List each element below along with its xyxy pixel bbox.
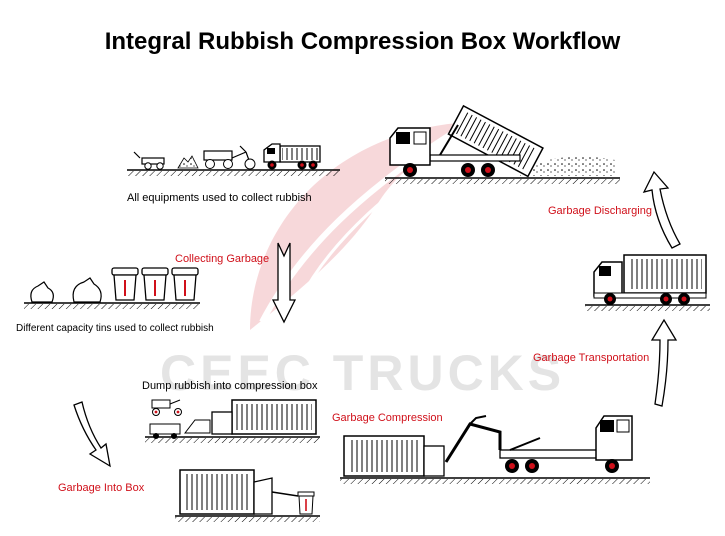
trash-bin-icon bbox=[111, 267, 139, 301]
garbage-bag-icon bbox=[72, 277, 102, 303]
collection-equipment-group bbox=[127, 143, 340, 176]
caption-equipments: All equipments used to collect rubbish bbox=[127, 192, 312, 204]
caption-tins: Different capacity tins used to collect … bbox=[16, 323, 214, 334]
compression-group bbox=[340, 415, 650, 484]
crane-arm-icon bbox=[444, 415, 502, 463]
caption-dump: Dump rubbish into compression box bbox=[142, 380, 318, 392]
stage-label-transportation: Garbage Transportation bbox=[533, 352, 650, 364]
compression-box-icon bbox=[343, 435, 445, 477]
watermark-text: CEEC TRUCKS bbox=[160, 345, 566, 401]
arrow-icon bbox=[642, 170, 681, 249]
page-title: Integral Rubbish Compression Box Workflo… bbox=[104, 28, 621, 55]
dump-into-box-group bbox=[145, 399, 320, 522]
trash-bin-icon bbox=[297, 491, 315, 515]
arrow-icon bbox=[73, 401, 111, 468]
bins-group bbox=[24, 267, 200, 309]
tricycle-icon bbox=[203, 145, 256, 170]
discharging-truck-group bbox=[385, 104, 620, 184]
stage-label-compression: Garbage Compression bbox=[332, 412, 443, 424]
compression-box-icon bbox=[179, 469, 273, 515]
trash-bin-icon bbox=[171, 267, 199, 301]
compression-box-icon bbox=[211, 399, 317, 435]
garbage-bag-icon bbox=[30, 281, 54, 303]
stage-label-into-box: Garbage Into Box bbox=[58, 482, 145, 494]
transport-truck-group bbox=[585, 254, 710, 311]
trash-bin-icon bbox=[141, 267, 169, 301]
stage-label-discharging: Garbage Discharging bbox=[548, 205, 652, 217]
tricycle-icon bbox=[151, 399, 182, 416]
stage-label-collecting: Collecting Garbage bbox=[175, 253, 270, 265]
arrow-icon bbox=[650, 318, 678, 407]
arrow-icon bbox=[271, 242, 297, 324]
small-truck-icon bbox=[263, 143, 321, 170]
hand-cart-icon bbox=[133, 151, 165, 170]
